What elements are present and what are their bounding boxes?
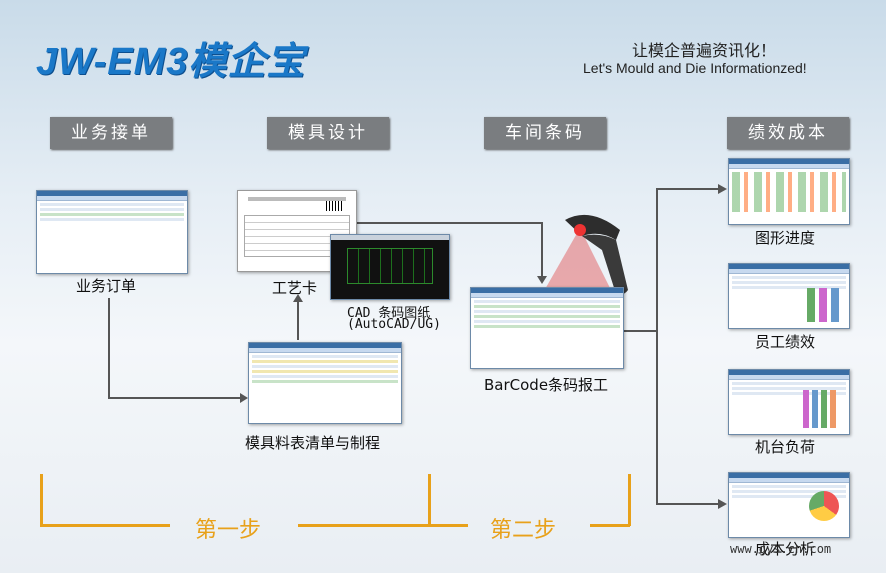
machine-label: 机台负荷 bbox=[755, 438, 816, 456]
connector-order-down bbox=[108, 298, 110, 398]
arrow-to-bom-icon bbox=[240, 393, 248, 403]
slogan-english: Let's Mould and Die Informationzed! bbox=[583, 60, 807, 76]
slogan-chinese: 让模企普遍资讯化！ bbox=[632, 41, 777, 60]
connector-bom-to-card bbox=[297, 300, 299, 340]
step1-bracket-left bbox=[40, 474, 43, 526]
step2-bracket-right bbox=[628, 474, 631, 526]
connector-down-to-barcode bbox=[541, 222, 543, 278]
connector-barcode-out bbox=[622, 330, 657, 332]
stage-mould-design: 模具设计 bbox=[267, 117, 389, 149]
step1-bracket-bottom-right bbox=[298, 524, 430, 527]
bom-screenshot bbox=[248, 342, 402, 424]
progress-screenshot bbox=[728, 158, 850, 225]
step1-bracket-bottom-left bbox=[40, 524, 170, 527]
page-title: JW-EM3模企宝 bbox=[36, 41, 306, 83]
cost-label: 成本分析 bbox=[755, 540, 816, 558]
step2-label: 第二步 bbox=[490, 518, 557, 543]
barcode-label: BarCode条码报工 bbox=[484, 376, 609, 394]
order-screenshot bbox=[36, 190, 188, 274]
stage-performance-cost: 绩效成本 bbox=[727, 117, 849, 149]
connector-design-to-barcode bbox=[350, 222, 542, 224]
arrow-to-barcode-icon bbox=[537, 276, 547, 284]
arrow-to-progress-icon bbox=[718, 184, 727, 194]
bom-label: 模具料表清单与制程 bbox=[245, 434, 381, 452]
arrow-to-card-icon bbox=[293, 294, 303, 302]
cost-screenshot bbox=[728, 472, 850, 538]
arrow-to-cost-icon bbox=[718, 499, 727, 509]
step2-bracket-bottom-left bbox=[428, 524, 468, 527]
progress-label: 图形进度 bbox=[755, 229, 816, 247]
connector-to-progress bbox=[656, 188, 720, 190]
connector-vertical-trunk bbox=[656, 188, 658, 504]
cad-screenshot bbox=[330, 234, 450, 300]
step2-bracket-bottom-right bbox=[590, 524, 630, 527]
staff-screenshot bbox=[728, 263, 850, 329]
step1-label: 第一步 bbox=[195, 518, 262, 543]
machine-screenshot bbox=[728, 369, 850, 435]
stage-workshop-barcode: 车间条码 bbox=[484, 117, 606, 149]
watermark: www.gys.cn.com bbox=[730, 542, 832, 556]
staff-label: 员工绩效 bbox=[755, 333, 816, 351]
barcode-screenshot bbox=[470, 287, 624, 369]
process-card-label: 工艺卡 bbox=[272, 279, 318, 297]
cad-label-line1: CAD 条码图纸 bbox=[347, 306, 431, 321]
cad-label-line2: (AutoCAD/UG) bbox=[347, 317, 441, 332]
barcode-scanner-icon bbox=[520, 210, 640, 300]
connector-order-to-bom bbox=[108, 397, 246, 399]
connector-to-cost bbox=[656, 503, 720, 505]
step-divider bbox=[428, 474, 431, 526]
stage-order-intake: 业务接单 bbox=[50, 117, 172, 149]
order-label: 业务订单 bbox=[76, 277, 137, 295]
